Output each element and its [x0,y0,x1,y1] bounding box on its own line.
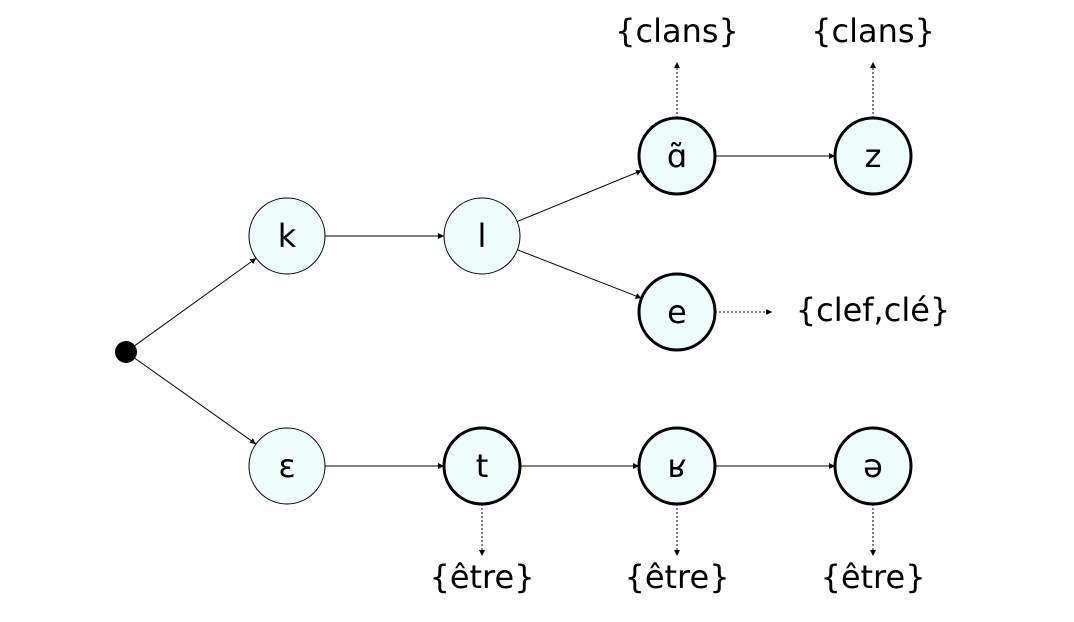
output-label-e: {clef,clé} [796,291,951,329]
outputs: {clans} {clans} {clef,clé} {être} {être} {êtr… [429,12,950,596]
edge-root-k [134,257,257,346]
node-label-eps: ɛ [278,447,295,485]
edges [134,153,835,469]
edge-l-e [517,249,642,299]
output-label-z: {clans} [811,12,935,50]
node-schwa: ə [833,426,913,506]
node-label-e: e [667,293,687,331]
output-label-r: {être} [624,558,729,596]
node-circle-schwa [833,426,913,506]
node-l: l [443,197,521,275]
node-an: ɑ̃ [637,116,717,196]
node-label-an: ɑ̃ [667,137,687,175]
node-circle-k [248,197,326,275]
node-label-t: t [476,447,489,485]
output-label-t: {être} [429,558,534,596]
node-circle-r [637,426,717,506]
nodes: k l ɑ̃ z e ɛ t ʁ ə [115,116,913,506]
node-circle-z [833,116,913,196]
node-label-schwa: ə [863,447,883,485]
node-circle-eps [248,427,326,505]
node-label-z: z [865,137,882,175]
node-z: z [833,116,913,196]
node-k: k [248,197,326,275]
node-label-l: l [478,217,487,255]
output-label-schwa: {être} [820,558,925,596]
edge-root-eps [134,357,257,445]
root-node [115,341,137,363]
edge-l-an [516,169,643,223]
node-circle-t [442,426,522,506]
node-label-r: ʁ [667,447,686,485]
node-label-k: k [278,217,297,255]
node-circle-e [637,272,717,352]
node-t: t [442,426,522,506]
node-eps: ɛ [248,427,326,505]
node-r: ʁ [637,426,717,506]
node-circle-an [637,116,717,196]
node-e: e [637,272,717,352]
output-label-an: {clans} [615,12,739,50]
node-circle-l [443,197,521,275]
